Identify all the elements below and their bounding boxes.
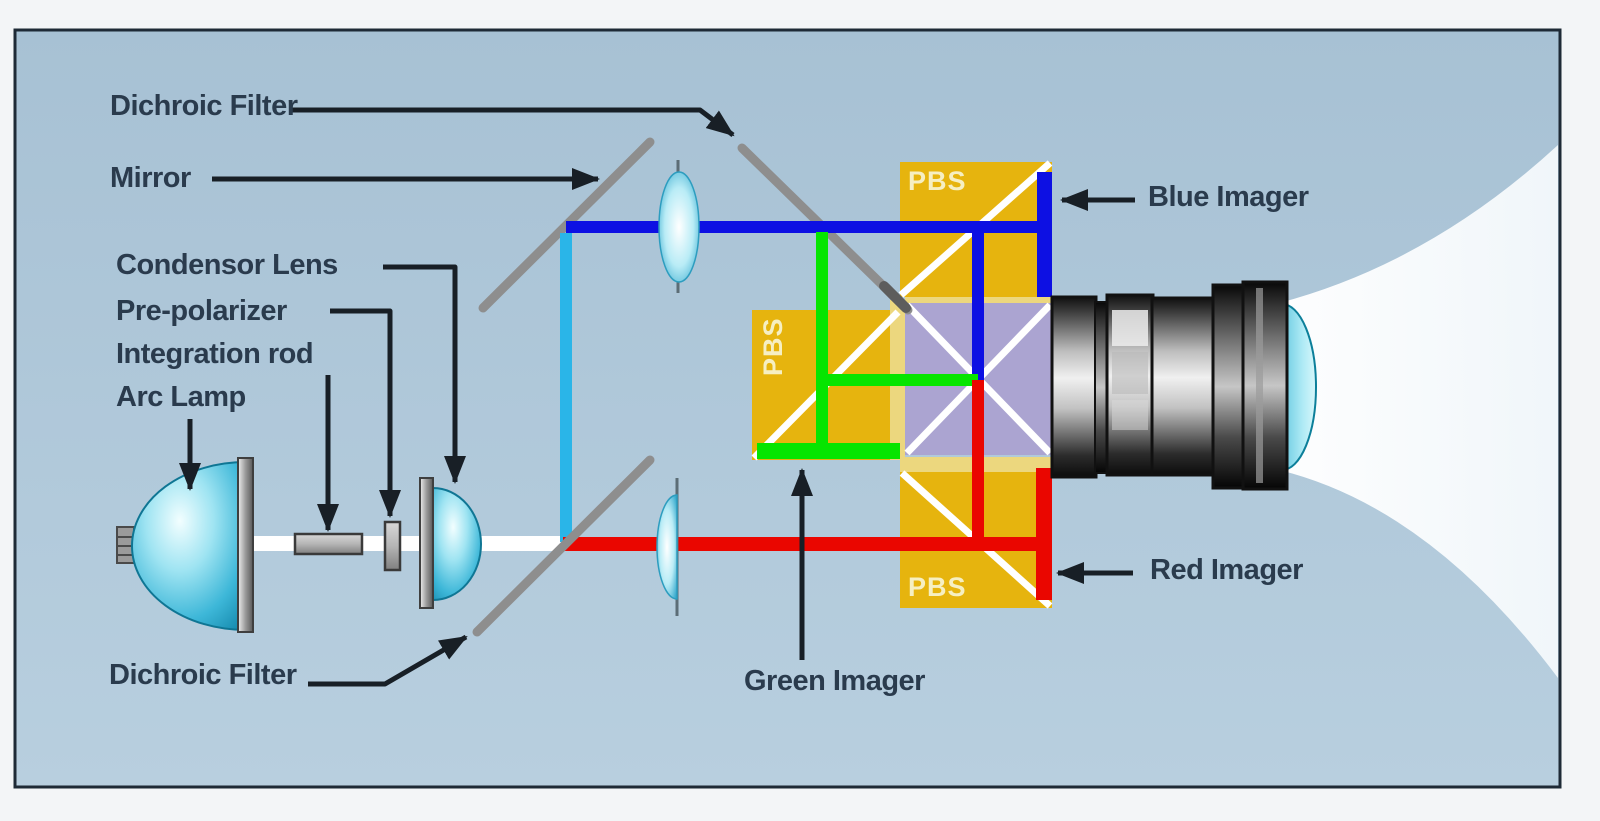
label-red-imager: Red Imager: [1150, 554, 1303, 586]
blue-imager-panel: [1037, 172, 1052, 297]
focus-ring-notch: [1112, 352, 1148, 394]
label-integration-rod: Integration rod: [116, 338, 314, 370]
label-pbs-bottom: PBS: [908, 572, 967, 602]
focus-ring-notch: [1112, 400, 1148, 430]
front-lens-glass: [1281, 302, 1317, 472]
dichroic-filter-top-pointer: [290, 107, 735, 137]
barrel-section-mid: [1150, 296, 1216, 477]
relay-lens-red: [656, 478, 679, 616]
front-bezel-highlight: [1256, 288, 1263, 483]
callout-pointers: [179, 107, 1135, 687]
label-blue-imager: Blue Imager: [1148, 181, 1309, 213]
red-imager-panel: [1036, 468, 1052, 600]
label-pbs-left: PBS: [758, 317, 788, 376]
projection-lens: [1050, 280, 1317, 491]
condensor-lens-dome: [432, 486, 482, 602]
condensor-lens-pointer: [383, 264, 466, 484]
condensor-lens-plate: [419, 477, 434, 609]
front-bezel: [1241, 280, 1289, 491]
light-beams: [250, 172, 1052, 600]
pre-polarizer-pointer: [330, 308, 401, 518]
label-dichroic-filter-top: Dichroic Filter: [110, 90, 298, 122]
condensor-lens-assembly: [419, 477, 482, 609]
blue-beam-horizontal: [566, 221, 1037, 233]
barrel-ring-2: [1211, 283, 1246, 490]
label-pbs-top: PBS: [908, 166, 967, 196]
pre-polarizer-element: [383, 520, 402, 572]
red-beam-vertical: [972, 380, 984, 545]
label-mirror: Mirror: [110, 162, 191, 194]
green-beam-horizontal: [822, 374, 978, 386]
dichroic-filter-bottom-pointer: [308, 634, 468, 687]
integration-rod-element: [293, 532, 364, 556]
label-condensor-lens: Condensor Lens: [116, 249, 338, 281]
dichroic-filter-upper-tip: [879, 281, 911, 313]
green-beam-vertical: [816, 232, 828, 444]
projected-light-cone: [1279, 145, 1558, 678]
relay-lens-blue-glass: [658, 171, 700, 283]
label-green-imager: Green Imager: [744, 665, 925, 697]
arc-lamp-assembly: [116, 457, 254, 633]
cyan-beam-vertical: [560, 233, 572, 542]
green-imager-panel: [757, 443, 900, 459]
barrel-section-back: [1050, 295, 1098, 479]
relay-lens-red-glass: [656, 494, 678, 600]
label-arc-lamp: Arc Lamp: [116, 381, 246, 413]
label-dichroic-filter-bottom: Dichroic Filter: [109, 659, 297, 691]
relay-lens-blue: [658, 160, 700, 293]
label-pre-polarizer: Pre-polarizer: [116, 295, 287, 327]
arc-lamp-rim-plate: [237, 457, 254, 633]
blue-beam-vertical: [972, 233, 984, 381]
focus-ring-notch: [1112, 310, 1148, 346]
dichroic-filter-lower-diagonal: [472, 455, 655, 637]
